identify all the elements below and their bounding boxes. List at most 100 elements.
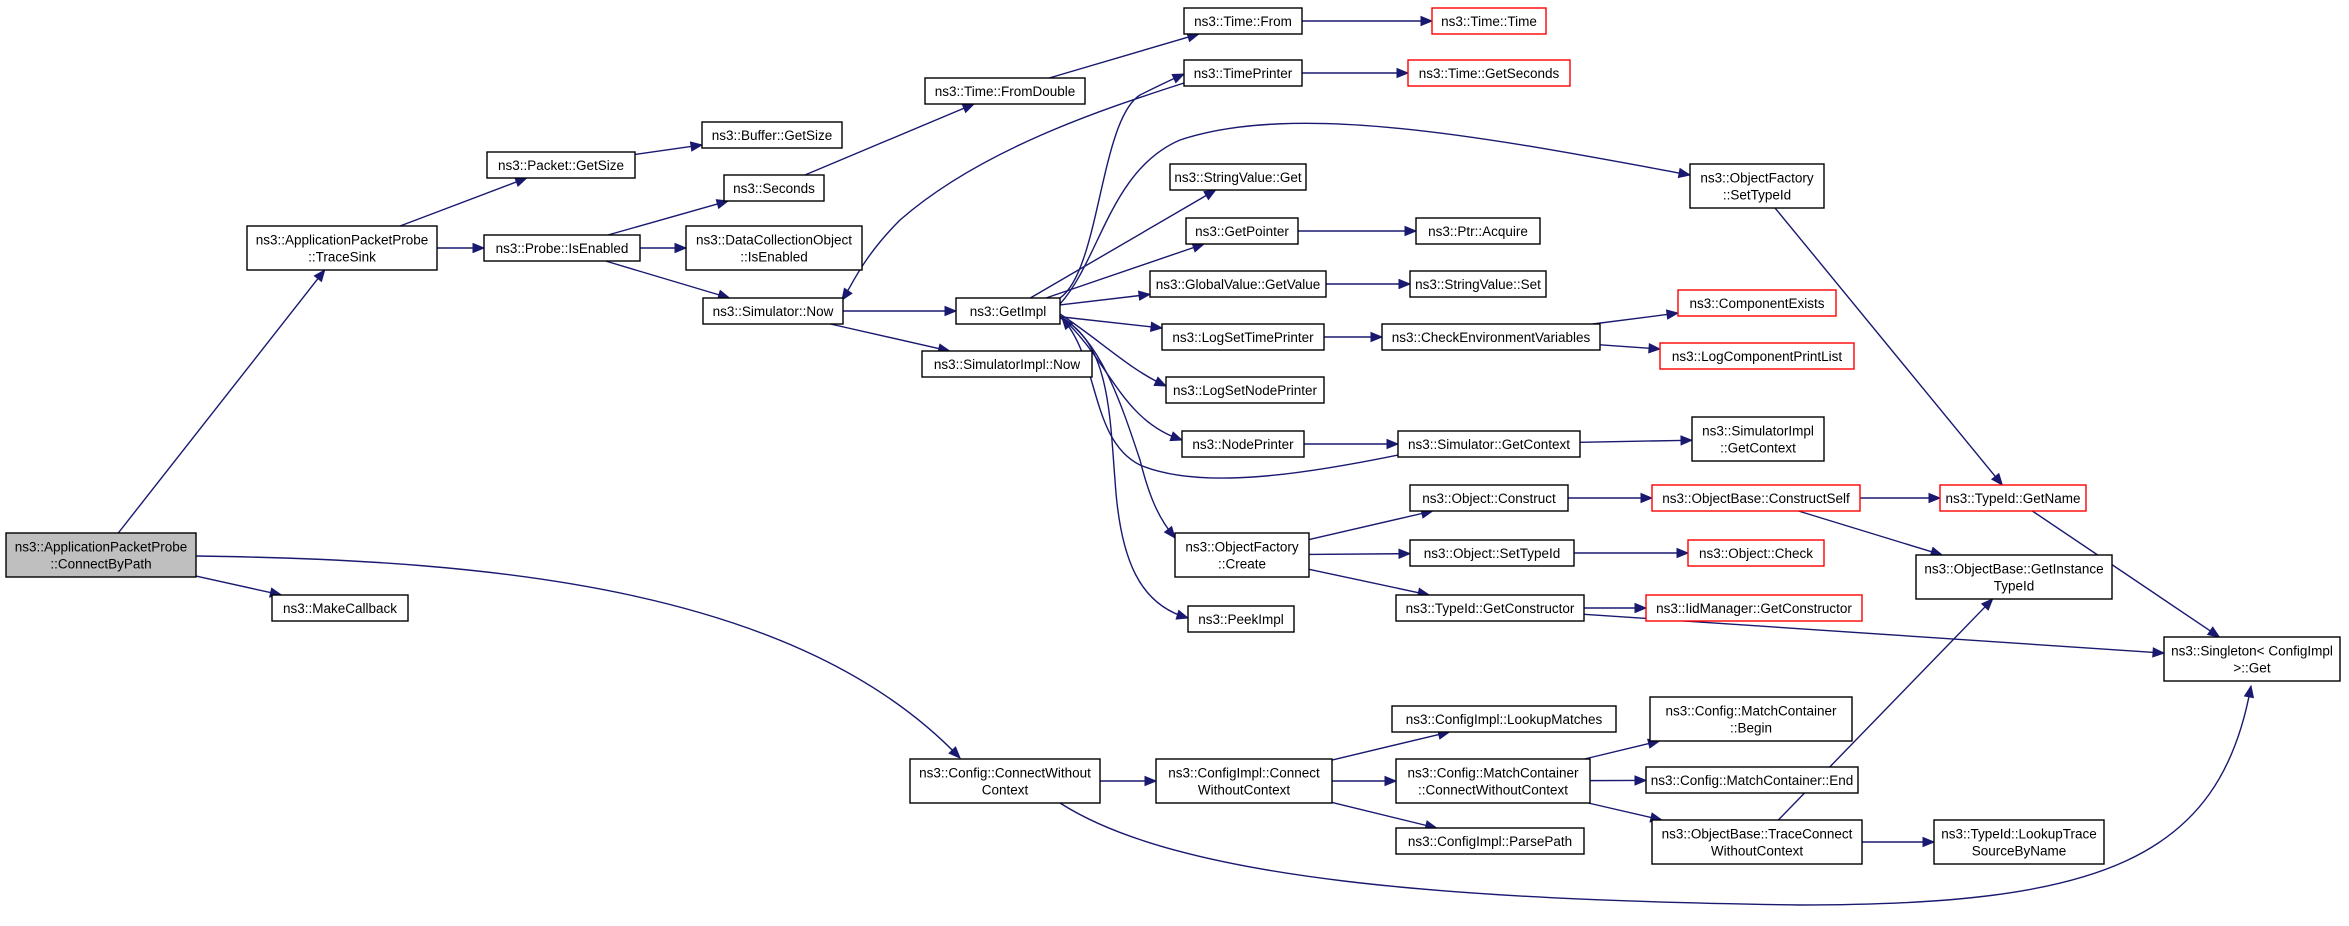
node-label: ns3::ComponentExists	[1689, 296, 1824, 311]
node-dcoisenabled[interactable]: ns3::DataCollectionObject::IsEnabled	[685, 225, 863, 271]
edge-arrowhead	[1665, 309, 1680, 320]
node-box	[1391, 705, 1617, 733]
node-cfgimplconnect[interactable]: ns3::ConfigImpl::ConnectWithoutContext	[1155, 758, 1333, 804]
node-box	[1677, 289, 1837, 317]
node-mcend[interactable]: ns3::Config::MatchContainer::End	[1645, 766, 1859, 794]
node-logcompprint[interactable]: ns3::LogComponentPrintList	[1659, 342, 1855, 370]
edge-objfactcreate-to-objsettypeid	[1308, 548, 1412, 559]
node-objbaseconstructself[interactable]: ns3::ObjectBase::ConstructSelf	[1651, 484, 1861, 512]
node-checkenv[interactable]: ns3::CheckEnvironmentVariables	[1381, 323, 1601, 351]
node-peekimpl[interactable]: ns3::PeekImpl	[1187, 605, 1295, 633]
edge-objfactsettypeid-to-typeidgetname	[1774, 207, 2004, 487]
edge-arrowhead	[715, 199, 730, 210]
node-stringvalueset[interactable]: ns3::StringValue::Set	[1409, 270, 1547, 298]
node-getimpl[interactable]: ns3::GetImpl	[955, 297, 1061, 325]
node-label: WithoutContext	[1198, 783, 1291, 798]
node-simnow[interactable]: ns3::Simulator::Now	[702, 297, 844, 325]
node-simimplnow[interactable]: ns3::SimulatorImpl::Now	[921, 350, 1093, 378]
edge-line	[1592, 313, 1669, 325]
edge-arrowhead	[1370, 331, 1384, 343]
node-simgetcontext[interactable]: ns3::Simulator::GetContext	[1397, 430, 1581, 458]
node-logsetnodeprinter[interactable]: ns3::LogSetNodePrinter	[1165, 376, 1325, 404]
node-seconds[interactable]: ns3::Seconds	[723, 174, 825, 202]
node-globalvalueget[interactable]: ns3::GlobalValue::GetValue	[1149, 270, 1327, 298]
node-root[interactable]: ns3::ApplicationPacketProbe::ConnectByPa…	[5, 532, 197, 578]
node-box	[1939, 484, 2087, 512]
node-typeidgetctor[interactable]: ns3::TypeId::GetConstructor	[1395, 594, 1585, 622]
node-label: ns3::Probe::IsEnabled	[496, 241, 629, 256]
node-bufgetsize[interactable]: ns3::Buffer::GetSize	[701, 121, 843, 149]
node-label: ns3::CheckEnvironmentVariables	[1392, 330, 1591, 345]
node-box	[921, 350, 1093, 378]
node-packetgetsize[interactable]: ns3::Packet::GetSize	[486, 151, 636, 179]
node-label: ns3::Simulator::Now	[713, 304, 834, 319]
node-label: ns3::GlobalValue::GetValue	[1156, 277, 1321, 292]
edge-fromdouble-to-timefrom	[1049, 32, 1201, 79]
node-timeprinter[interactable]: ns3::TimePrinter	[1183, 59, 1303, 87]
node-label: ns3::Time::Time	[1441, 14, 1537, 29]
node-fromdouble[interactable]: ns3::Time::FromDouble	[924, 77, 1086, 105]
edge-getimpl-to-logsetnodeprinter	[1059, 313, 1168, 387]
edge-objbaseconstructself-to-typeidgetname	[1860, 492, 1942, 504]
node-mcbegin[interactable]: ns3::Config::MatchContainer::Begin	[1649, 696, 1853, 742]
node-label: ns3::GetImpl	[970, 304, 1047, 319]
node-cfglookup[interactable]: ns3::ConfigImpl::LookupMatches	[1391, 705, 1617, 733]
edge-line	[1059, 313, 1167, 387]
node-timefrom[interactable]: ns3::Time::From	[1183, 7, 1303, 35]
edge-arrowhead	[514, 177, 528, 187]
node-objfactcreate[interactable]: ns3::ObjectFactory::Create	[1174, 532, 1310, 578]
node-label: ns3::Time::From	[1194, 14, 1292, 29]
edge-line	[1059, 315, 1183, 441]
edge-arrowhead	[1398, 548, 1412, 559]
node-ptracquire[interactable]: ns3::Ptr::Acquire	[1415, 217, 1541, 245]
node-box	[1651, 819, 1863, 865]
edge-arrowhead	[1922, 836, 1936, 848]
node-iidmgrgetctor[interactable]: ns3::IidManager::GetConstructor	[1645, 594, 1863, 622]
node-nodeprinter[interactable]: ns3::NodePrinter	[1181, 430, 1305, 458]
node-objsettypeid[interactable]: ns3::Object::SetTypeId	[1409, 539, 1575, 567]
node-label: ns3::Ptr::Acquire	[1428, 224, 1528, 239]
node-makecallback[interactable]: ns3::MakeCallback	[271, 594, 409, 622]
node-objfactsettypeid[interactable]: ns3::ObjectFactory::SetTypeId	[1689, 163, 1825, 209]
node-singletonget[interactable]: ns3::Singleton< ConfigImpl>::Get	[2163, 636, 2341, 682]
edge-arrowhead	[961, 103, 976, 114]
node-tracesink[interactable]: ns3::ApplicationPacketProbe::TraceSink	[246, 225, 438, 271]
node-timetime[interactable]: ns3::Time::Time	[1431, 7, 1547, 35]
node-box	[1659, 342, 1855, 370]
edge-timeprinter-to-simnow	[841, 82, 1185, 302]
edge-root-to-tracesink	[117, 268, 326, 534]
node-stringvalueget[interactable]: ns3::StringValue::Get	[1169, 163, 1307, 191]
node-box	[909, 758, 1101, 804]
node-label: ns3::PeekImpl	[1198, 612, 1284, 627]
node-label: ns3::ConfigImpl::LookupMatches	[1406, 712, 1603, 727]
node-getpointer[interactable]: ns3::GetPointer	[1185, 217, 1299, 245]
edge-arrowhead	[472, 242, 486, 254]
node-layer: ns3::ApplicationPacketProbe::ConnectByPa…	[5, 7, 2341, 865]
node-objconstruct[interactable]: ns3::Object::Construct	[1409, 484, 1569, 512]
node-compexists[interactable]: ns3::ComponentExists	[1677, 289, 1837, 317]
edge-arrowhead	[2243, 684, 2255, 699]
node-cfgconnectwoc[interactable]: ns3::Config::ConnectWithoutContext	[909, 758, 1101, 804]
node-objcheck[interactable]: ns3::Object::Check	[1687, 539, 1825, 567]
node-logsettimeprinter[interactable]: ns3::LogSetTimePrinter	[1161, 323, 1325, 351]
node-box	[1395, 827, 1585, 855]
node-cfgmcconnect[interactable]: ns3::Config::MatchContainer::ConnectWith…	[1395, 758, 1591, 804]
edge-arrowhead	[1680, 435, 1694, 446]
node-cfgparse[interactable]: ns3::ConfigImpl::ParsePath	[1395, 827, 1585, 855]
node-simimplgetcontext[interactable]: ns3::SimulatorImpl::GetContext	[1691, 416, 1825, 462]
node-box	[1381, 323, 1601, 351]
node-probeisenabled[interactable]: ns3::Probe::IsEnabled	[483, 234, 641, 262]
node-typeidgetname[interactable]: ns3::TypeId::GetName	[1939, 484, 2087, 512]
node-label: ns3::LogSetTimePrinter	[1172, 330, 1314, 345]
edge-arrowhead	[1163, 525, 1176, 540]
edge-cfgimplconnect-to-cfgmcconnect	[1332, 775, 1398, 787]
node-objbasetrace[interactable]: ns3::ObjectBase::TraceConnectWithoutCont…	[1651, 819, 1863, 865]
node-box	[1149, 270, 1327, 298]
node-getseconds[interactable]: ns3::Time::GetSeconds	[1407, 59, 1571, 87]
node-box	[1687, 539, 1825, 567]
edge-line	[117, 277, 320, 534]
edge-simnow-to-getimpl	[843, 305, 958, 317]
